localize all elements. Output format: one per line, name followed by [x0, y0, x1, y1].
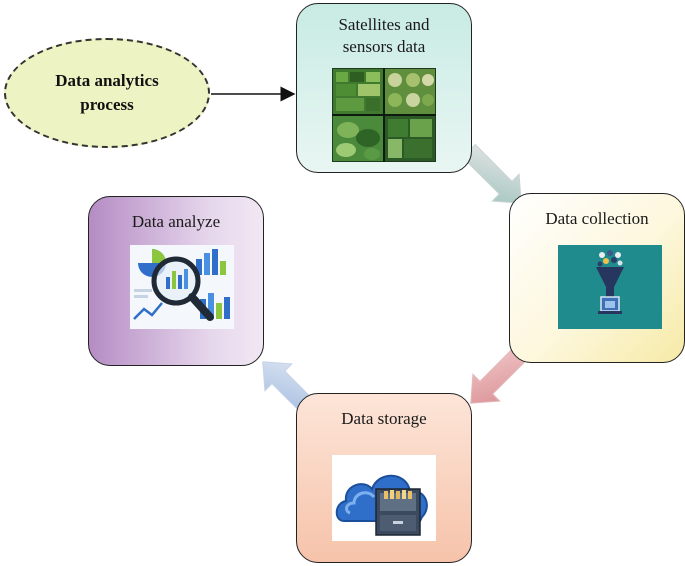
arrow-satellites-to-collection [461, 143, 522, 204]
storage-label: Data storage [341, 409, 427, 428]
funnel-collection-icon [558, 245, 662, 329]
satellite-imagery-icon [332, 68, 436, 162]
cloud-filing-cabinet-icon [332, 455, 436, 541]
analyze-label: Data analyze [131, 212, 221, 231]
start-oval: Data analytics process [4, 38, 210, 148]
collection-label: Data collection [545, 209, 649, 228]
start-label: Data analytics process [55, 71, 159, 114]
satellites-label: Satellites and sensors data [338, 15, 430, 56]
magnifier-charts-icon [130, 245, 234, 329]
